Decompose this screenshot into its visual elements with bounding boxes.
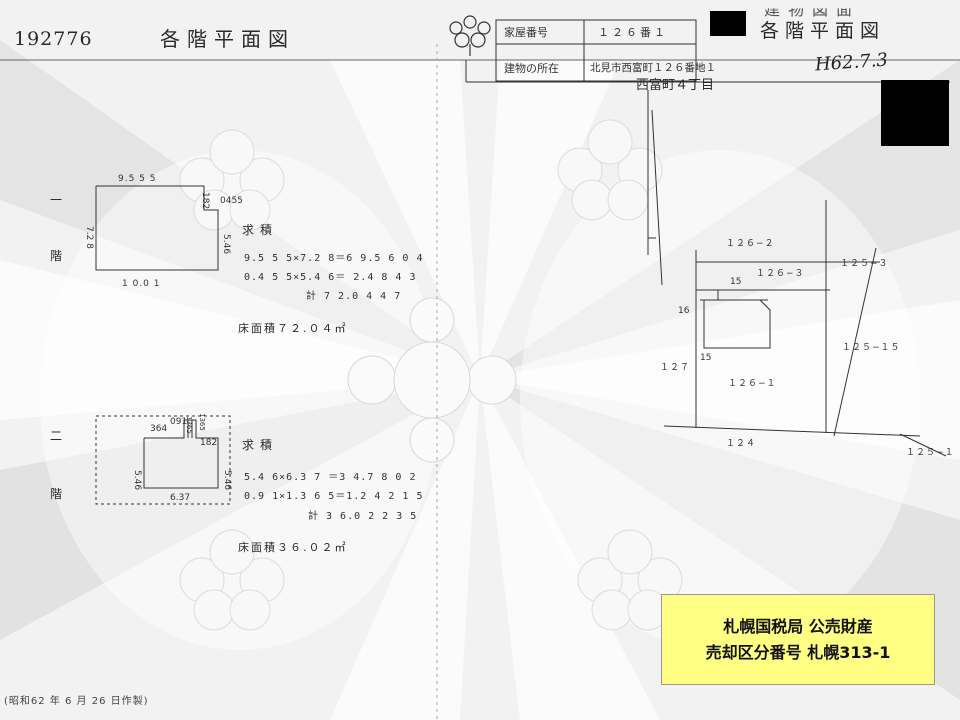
redaction-block xyxy=(710,11,746,36)
lot-126-3: １２６−３ xyxy=(756,269,805,279)
floor1-dim-notch-h: 0455 xyxy=(220,196,243,206)
site-street-name: 西富町４丁目 xyxy=(636,78,715,93)
notice-line2: 売却区分番号 札幌313-1 xyxy=(705,642,891,662)
lot-127: １２７ xyxy=(660,363,691,373)
floor2-dim-right: 5.46 xyxy=(222,470,232,491)
floor1-calc-line1: 9.5 5 5×7.2 8＝6 9.5 6 0 4 xyxy=(244,253,424,264)
left-page-title: 各階平面図 xyxy=(160,27,295,51)
site-dim-16: 16 xyxy=(678,306,690,316)
document-number: 192776 xyxy=(14,28,93,50)
floor1-dim-top: 9.5 5 5 xyxy=(118,174,157,184)
house-number-label: 家屋番号 xyxy=(504,26,548,39)
house-number-value: １２６番１ xyxy=(598,26,668,39)
floor2-floor-area: 床面積３６.０２㎡ xyxy=(238,541,348,554)
redaction-block xyxy=(881,80,949,146)
floor2-dim-left: 5.46 xyxy=(132,470,142,491)
floor1-label-bottom: 階 xyxy=(50,249,63,263)
lot-125-15: １２５−１５ xyxy=(842,343,901,353)
lot-125-1: １２５−１ xyxy=(906,448,955,458)
location-value: 北見市西富町１２６番地１ xyxy=(590,62,716,74)
floor2-calc-total: 計 3 6.0 2 2 3 5 xyxy=(308,511,418,522)
floor1-floor-area: 床面積７２.０４㎡ xyxy=(238,322,348,335)
floor2-dim-bottom: 6.37 xyxy=(170,493,191,503)
notice-line1: 札幌国税局 公売財産 xyxy=(723,616,873,636)
site-plan-lines xyxy=(647,90,947,457)
lot-124: １２４ xyxy=(726,439,757,449)
floor2-calc-heading: 求積 xyxy=(242,438,279,452)
floor2-dim-364: 364 xyxy=(150,424,168,434)
site-dim-15-bottom: 15 xyxy=(700,353,712,363)
site-dim-15-top: 15 xyxy=(730,277,742,287)
header-table-frame xyxy=(495,19,697,82)
floor2-label-top: 二 xyxy=(50,429,63,443)
floor1-calc-heading: 求積 xyxy=(242,223,279,237)
paulownia-watermark xyxy=(179,119,683,631)
floor2-calc-line1: 5.4 6×6.3 7 ＝3 4.7 8 0 2 xyxy=(244,472,417,483)
right-page-title: 各階平面図 xyxy=(760,20,886,42)
floor2-calc-line2: 0.9 1×1.3 6 5＝1.2 4 2 1 5 xyxy=(244,491,424,502)
location-label: 建物の所在 xyxy=(504,62,559,75)
floor1-dim-left: 7.2 8 xyxy=(84,226,94,249)
lot-126-1: １２６−１ xyxy=(728,379,777,389)
floor1-dim-notch-v: 182 xyxy=(200,192,210,210)
floor1-calc-line2: 0.4 5 5×5.4 6＝ 2.4 8 4 3 xyxy=(244,272,417,283)
watermark-rays xyxy=(0,40,960,720)
floor1-dim-right: 5.46 xyxy=(221,234,231,255)
lot-126-2: １２６−２ xyxy=(726,239,775,249)
center-seal-watermark xyxy=(347,297,517,463)
floor1-outline xyxy=(95,185,219,271)
lot-125-3: １２５−３ xyxy=(840,259,889,269)
floor1-calc-total: 計 7 2.0 4 4 7 xyxy=(306,291,402,302)
floor1-label-top: 一 xyxy=(50,193,63,207)
creation-date-footnote: (昭和62 年 6 月 26 日作製) xyxy=(4,696,149,707)
handwritten-date: H62.7.3 xyxy=(814,49,889,76)
floor2-dim-1365a: 1365 xyxy=(185,416,193,434)
floor2-outline xyxy=(95,415,231,505)
floor2-dim-091: 091 xyxy=(170,417,188,427)
floor2-dim-182: 182 xyxy=(200,438,218,448)
right-page-title-upper: 建物図面 xyxy=(764,0,861,19)
public-sale-notice: 札幌国税局 公売財産 売却区分番号 札幌313-1 xyxy=(661,594,935,685)
floor2-label-bottom: 階 xyxy=(50,487,63,501)
floor1-dim-bottom: 1 0.0 1 xyxy=(122,279,161,289)
floor2-dim-1365b: 1365 xyxy=(198,413,206,431)
